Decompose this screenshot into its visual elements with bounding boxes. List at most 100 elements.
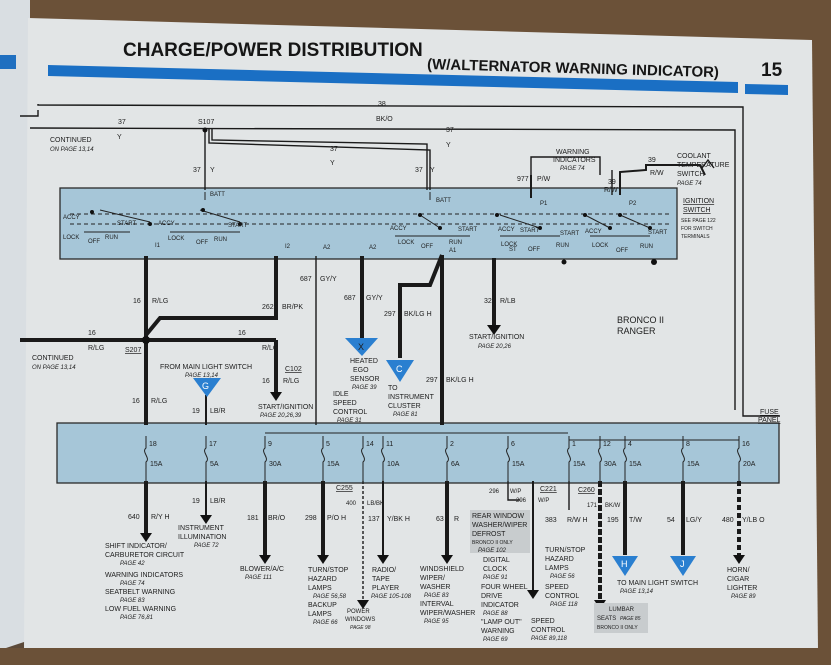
dest-rear4: BRONCO II ONLY: [472, 540, 513, 546]
dest-turn2-1: TURN/STOP: [545, 547, 586, 554]
wire-39a-num: 39: [648, 157, 656, 164]
wire-16f-color: R/LG: [283, 378, 299, 385]
ignition-note3: TERMINALS: [681, 234, 710, 240]
fuse-panel-title1: FUSE: [760, 409, 779, 416]
wire-16a-color: R/LG: [152, 298, 168, 305]
dest-four2: DRIVE: [481, 593, 503, 600]
dest-turn2-2: HAZARD: [545, 556, 574, 563]
ign-st: ST: [509, 247, 517, 253]
svg-text:X: X: [358, 342, 364, 352]
fuse-amperage: 30A: [269, 461, 282, 468]
output-wires: [144, 481, 741, 600]
wire-38: [37, 104, 780, 417]
continued-left-line2: ON PAGE 13,14: [32, 365, 76, 371]
fuse-symbol: [445, 436, 449, 483]
ignition-note1: SEE PAGE 122: [681, 218, 716, 224]
wire-37-batt2b: [211, 128, 428, 190]
wire-687a-color: GY/Y: [320, 276, 337, 283]
wire-383-color: R/W H: [567, 517, 588, 524]
dest-lamp2: WARNING: [481, 628, 515, 635]
connector-c260: C260: [578, 487, 595, 494]
dest-int1: INTERVAL: [420, 601, 454, 608]
ign-a2-1: A2: [323, 245, 331, 251]
wire-137-color: Y/BK H: [387, 516, 410, 523]
wire-16f-num: 16: [262, 378, 270, 385]
dest-radio2: TAPE: [372, 576, 390, 583]
ign-run-5: RUN: [640, 244, 653, 250]
fuse-number: 1: [572, 441, 576, 448]
rear-window-box: [470, 510, 530, 553]
ign-run-3: RUN: [449, 240, 462, 246]
dest-sc1: SPEED: [545, 584, 569, 591]
dest-main-light-page: PAGE 13,14: [620, 589, 654, 595]
dest-blower: BLOWER/A/C: [240, 566, 284, 573]
warning-label1: WARNING: [556, 149, 590, 156]
wire-37c-color: Y: [330, 160, 335, 167]
svg-text:J: J: [680, 559, 685, 569]
dest-power1: POWER: [347, 609, 370, 615]
dest-turn2: HAZARD: [308, 576, 337, 583]
wire-195-color: T/W: [629, 517, 642, 524]
dest-four3: INDICATOR: [481, 602, 519, 609]
dest-shift2: CARBURETOR CIRCUIT: [105, 552, 185, 559]
dest-turn1: TURN/STOP: [308, 567, 349, 574]
continued-left-line1: CONTINUED: [32, 355, 74, 362]
dest-horn3: LIGHTER: [727, 585, 757, 592]
svg-text:C: C: [396, 364, 403, 374]
splice-s207: [142, 336, 150, 344]
fuse-number: 11: [386, 441, 393, 448]
ign-off-5: OFF: [616, 248, 628, 254]
contact-dots: [90, 208, 657, 265]
ign-start-1: START: [117, 221, 136, 227]
wire-296a-num: 296: [489, 489, 500, 495]
marker-g: G: [193, 378, 221, 397]
fuse-amperage: 15A: [573, 461, 586, 468]
left-page-tab: [0, 55, 16, 69]
continued-top-line1: CONTINUED: [50, 137, 92, 144]
wire-480-color: Y/LB O: [742, 517, 765, 524]
dest-dig2: CLOCK: [483, 566, 507, 573]
dest-lumbar2: SEATS: [597, 616, 616, 622]
wire-296b-num: 296: [516, 498, 527, 504]
dest-dig1: DIGITAL: [483, 557, 510, 564]
connector-c221: C221: [540, 486, 557, 493]
wire-37d-num: 37: [193, 167, 201, 174]
dest-backup1: BACKUP: [308, 602, 337, 609]
dest-blower-page: PAGE 111: [245, 575, 272, 581]
wire-37b-color: Y: [446, 142, 451, 149]
dest-wind1: WINDSHIELD: [420, 566, 464, 573]
wire-37c-num: 37: [330, 146, 338, 153]
ign-accy-5: ACCY: [585, 229, 602, 235]
wire-37d-color: Y: [210, 167, 215, 174]
wire-400-num: 400: [346, 501, 357, 507]
ign-start-3: START: [458, 227, 477, 233]
dest-wind-page: PAGE 83: [424, 593, 449, 599]
coolant-switch-symbol: [701, 158, 715, 169]
model-bronco: BRONCO II: [617, 315, 664, 325]
dest-turn2-3: LAMPS: [545, 565, 569, 572]
dest-int-page: PAGE 95: [424, 619, 449, 625]
heated-label3: SENSOR: [350, 376, 380, 383]
wire-16d-num: 16: [132, 398, 140, 405]
fuse-panel-box: [56, 422, 780, 484]
wire-400-color: LB/BK: [367, 501, 384, 507]
wire-37e-num: 37: [415, 167, 423, 174]
ign-run-1: RUN: [105, 235, 118, 241]
ign-off-1: OFF: [88, 239, 100, 245]
dest-rear-page: PAGE 102: [478, 548, 507, 554]
wire-640-color: R/Y H: [151, 514, 170, 521]
fuse-amperage: 15A: [150, 461, 163, 468]
dest-backup-page: PAGE 66: [313, 620, 338, 626]
wire-38-color: BK/O: [376, 116, 393, 123]
wire-16b-num: 16: [88, 330, 96, 337]
coolant-label1: COOLANT: [677, 153, 712, 160]
wire-37a-color: Y: [117, 134, 122, 141]
dest-lamp1: "LAMP OUT": [481, 619, 522, 626]
wire-16c-color: R/LG: [262, 345, 278, 352]
connector-c102: C102: [285, 366, 302, 373]
cluster-label3: CLUSTER: [388, 403, 421, 410]
ign-a2-2: A2: [369, 245, 377, 251]
splice-s107-label: S107: [198, 119, 214, 126]
